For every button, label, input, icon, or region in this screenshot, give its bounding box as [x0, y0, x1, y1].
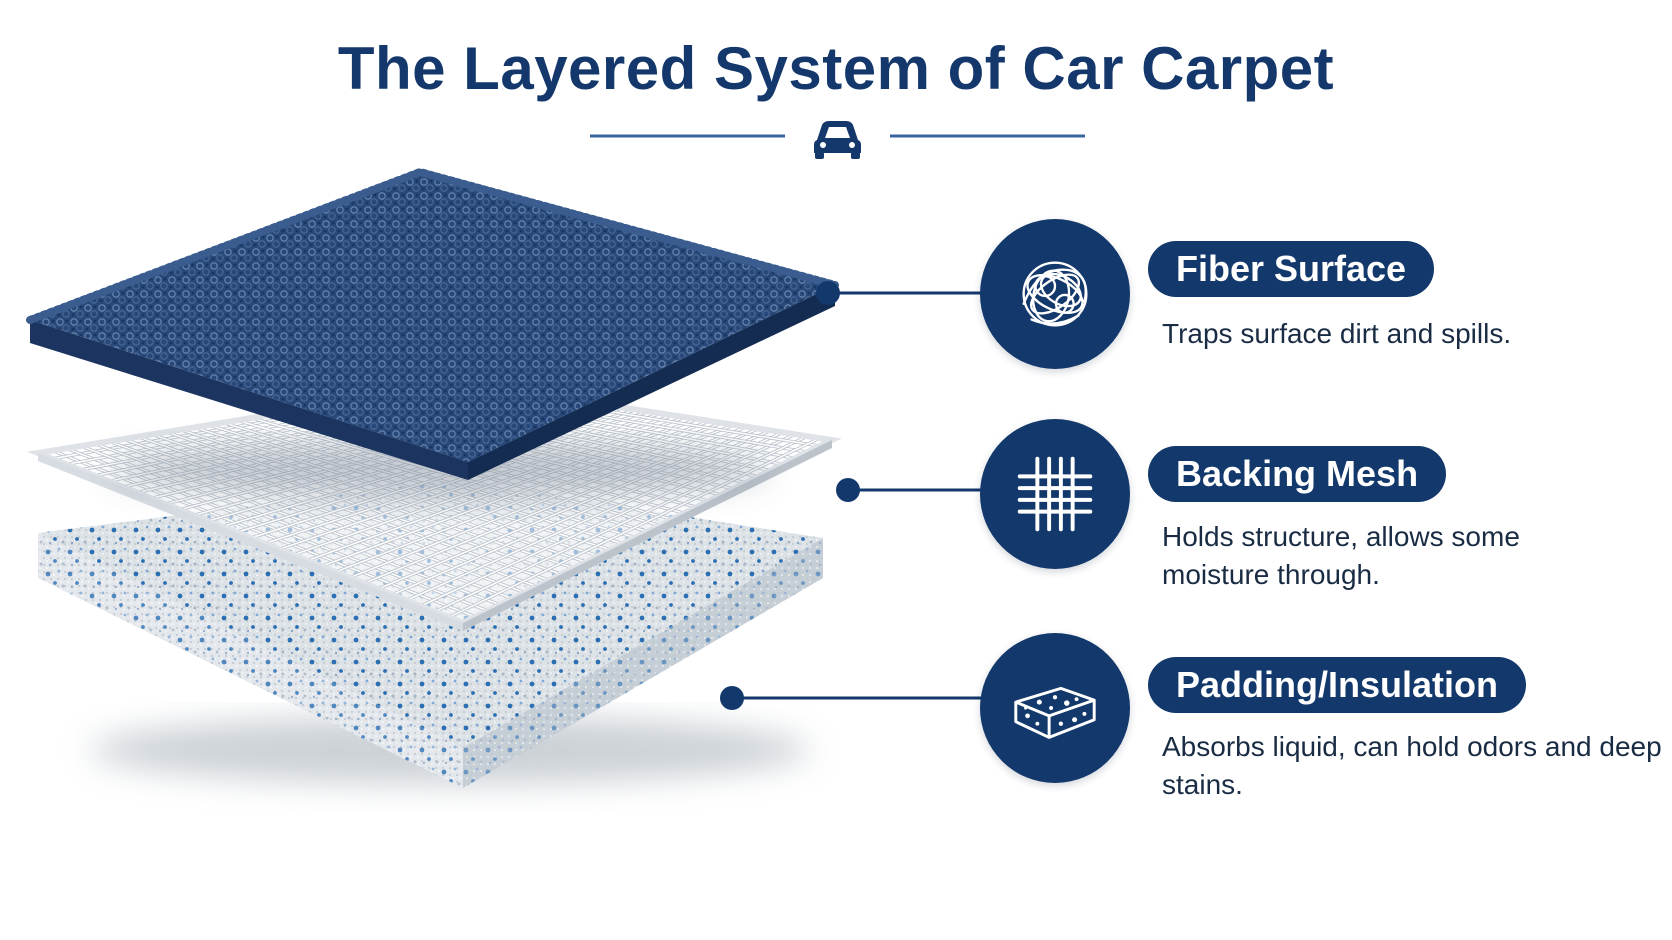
backing-mesh-badge [980, 419, 1130, 569]
fiber-surface-badge [980, 219, 1130, 369]
page-title: The Layered System of Car Carpet [337, 35, 1335, 102]
padding-insulation-badge [980, 633, 1130, 783]
mesh-grid-icon [1017, 456, 1093, 532]
fiber-surface-label: Fiber Surface [1148, 241, 1435, 297]
padding-insulation-label: Padding/Insulation [1148, 657, 1526, 713]
fiber-surface-layer [26, 167, 839, 498]
foam-block-icon [1014, 686, 1096, 739]
carpet-layers-illustration [26, 167, 842, 788]
title-divider [590, 121, 1085, 159]
car-icon [814, 121, 861, 159]
padding-insulation-description: Absorbs liquid, can hold odors and deep … [1162, 731, 1662, 800]
fiber-tangle-icon [1022, 261, 1088, 327]
backing-mesh-description: Holds structure, allows some moisture th… [1162, 521, 1520, 590]
fiber-surface-description: Traps surface dirt and spills. [1162, 318, 1512, 349]
backing-mesh-label: Backing Mesh [1148, 446, 1447, 502]
